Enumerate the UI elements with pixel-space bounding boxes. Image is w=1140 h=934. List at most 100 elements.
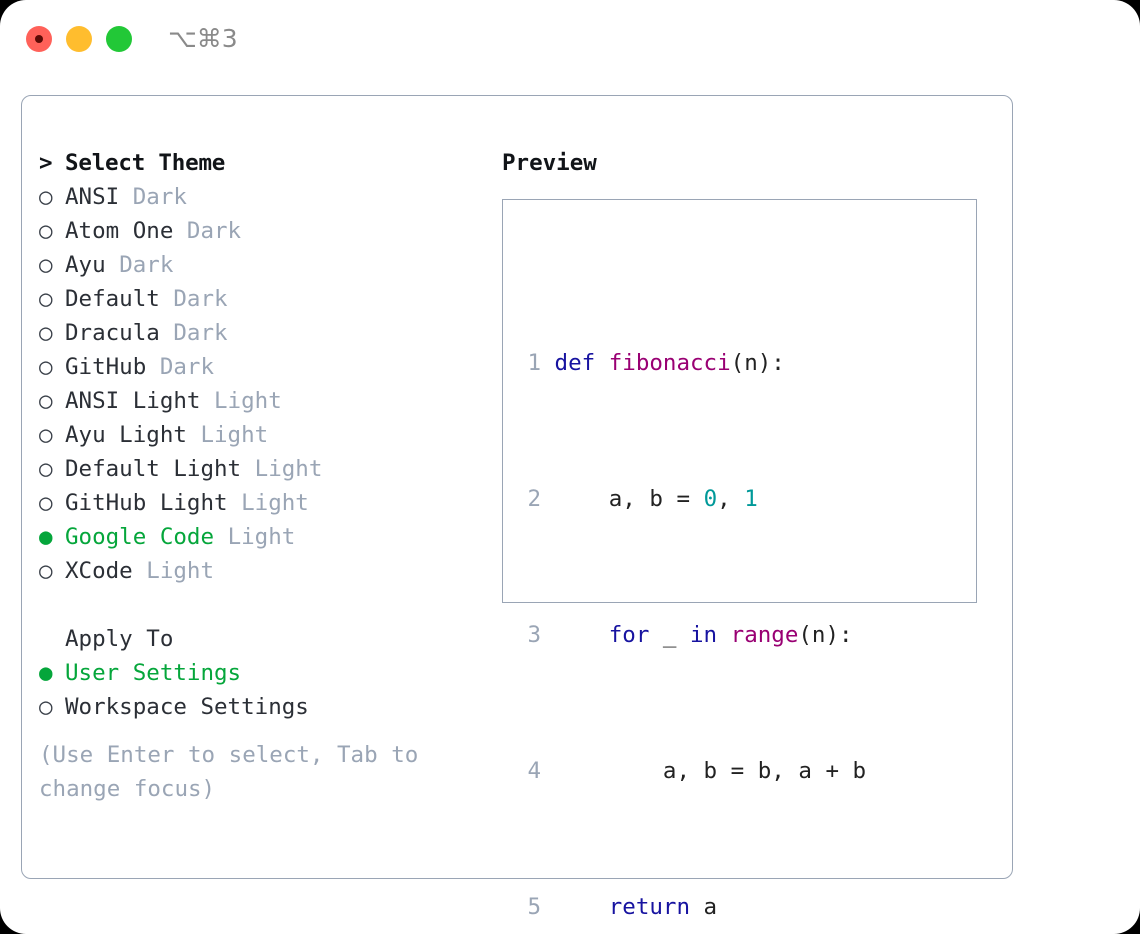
code-token: a [690,894,718,920]
radio-off-icon: ○ [39,422,53,448]
theme-name: GitHub Light [65,490,228,516]
code-token: 0 [703,486,718,512]
line-number: 5 [527,894,541,920]
theme-name: Atom One [65,218,174,244]
code-token: fibonacci [608,350,731,376]
theme-name: ANSI [65,184,120,210]
code-token: (n): [730,350,785,376]
code-token: return [608,894,691,920]
radio-off-icon: ○ [39,558,53,584]
theme-list-item-github[interactable]: ○ GitHub Dark [39,350,479,384]
radio-on-icon: ● [39,660,53,686]
theme-variant-label: Dark [186,218,242,244]
main-panel: >Select Theme ○ANSI Dark ○Atom One Dark … [21,95,1013,920]
code-token: for [608,622,650,648]
radio-off-icon: ○ [39,694,53,720]
theme-variant-label: Light [254,456,323,482]
theme-variant-label: Light [200,422,269,448]
theme-variant [119,184,133,210]
apply-to-indent [39,622,65,656]
theme-list-item-default[interactable]: ○ Default Dark [39,282,479,316]
theme-variant-label: Dark [132,184,187,210]
apply-to-option-user-settings[interactable]: ● User Settings [39,656,479,690]
theme-variant-label: Light [146,558,215,584]
radio-off-icon: ○ [39,286,53,312]
code-token: in [690,622,718,648]
preview-column: Preview 1 def fibonacci(n): 2 a, b = 0, … [502,146,992,920]
theme-variant-label: Dark [119,252,174,278]
title-bar: ⌥⌘3 [0,0,1140,80]
code-token [595,350,609,376]
code-line: 2 a, b = 0, 1 [519,482,893,516]
theme-name: ANSI Light [65,388,201,414]
theme-name: Ayu Light [65,422,187,448]
apply-to-option-label: User Settings [65,660,242,686]
code-token: a, b = [554,486,704,512]
theme-list-item-atom-one[interactable]: ○ Atom One Dark [39,214,479,248]
line-number: 4 [527,758,541,784]
theme-name: Dracula [65,320,160,346]
preview-box: 1 def fibonacci(n): 2 a, b = 0, 1 3 for … [502,199,977,920]
theme-name: Google Code [65,524,215,550]
apply-to-option-label: Workspace Settings [65,694,309,720]
theme-list-item-google-code[interactable]: ● Google Code Light [39,520,479,554]
theme-list-item-default-light[interactable]: ○Default Light Light [39,452,479,486]
radio-off-icon: ○ [39,218,53,244]
theme-list-item-ayu-light[interactable]: ○ Ayu Light Light [39,418,479,452]
code-token: , [717,486,745,512]
section-spacer [39,588,479,622]
keyboard-shortcut-label: ⌥⌘3 [168,24,238,53]
code-line: 3 for _ in range(n): [519,618,893,652]
theme-variant-label: Light [214,388,282,414]
select-theme-heading-label: Select Theme [65,150,226,176]
radio-off-icon: ○ [39,490,53,516]
apply-to-heading-label: Apply To [65,626,174,652]
theme-variant-label: Dark [159,354,215,380]
maximize-window-button[interactable] [106,26,132,52]
theme-name: Ayu [65,252,106,278]
code-token [717,622,731,648]
theme-name: Default [65,286,160,312]
theme-selector-column: >Select Theme ○ANSI Dark ○Atom One Dark … [39,146,479,806]
cursor-caret-icon: > [39,150,53,176]
keyboard-hint-text: (Use Enter to select, Tab to change focu… [39,742,432,802]
radio-on-icon: ● [39,524,53,550]
code-token [555,622,609,648]
radio-off-icon: ○ [39,320,53,346]
theme-list-item-xcode[interactable]: ○ XCode Light [39,554,479,588]
code-preview: 1 def fibonacci(n): 2 a, b = 0, 1 3 for … [519,244,893,934]
line-number: 2 [527,486,541,512]
apply-to-heading: Apply To [39,622,479,656]
code-token: def [554,350,596,376]
theme-list-item-ayu[interactable]: ○ Ayu Dark [39,248,479,282]
code-token: range [730,622,799,648]
code-token: 1 [744,486,758,512]
radio-off-icon: ○ [39,456,53,482]
theme-variant-label: Dark [173,286,228,312]
code-token: a, b = b, a + b [554,758,867,784]
code-line: 5 return a [519,890,893,924]
theme-list-item-ansi[interactable]: ○ ANSI Dark [39,180,479,214]
theme-list-item-github-light[interactable]: ○ GitHub Light Light [39,486,479,520]
code-line: 1 def fibonacci(n): [519,346,893,380]
theme-list-item-ansi-light[interactable]: ○ ANSI Light Light [39,384,479,418]
code-token: _ [649,622,691,648]
select-theme-heading: > Select Theme [39,146,479,180]
recording-indicator-icon [35,35,43,43]
radio-off-icon: ○ [39,252,53,278]
minimize-window-button[interactable] [66,26,92,52]
theme-list-item-dracula[interactable]: ○ Dracula Dark [39,316,479,350]
radio-off-icon: ○ [39,184,53,210]
theme-variant-label: Dark [173,320,228,346]
apply-to-option-workspace-settings[interactable]: ○ Workspace Settings [39,690,479,724]
line-number: 3 [527,622,541,648]
preview-heading: Preview [502,150,597,176]
theme-variant-label: Light [241,490,309,516]
radio-off-icon: ○ [39,354,53,380]
code-line: 4 a, b = b, a + b [519,754,893,788]
radio-off-icon: ○ [39,388,53,414]
theme-name: GitHub [65,354,147,380]
theme-name: XCode [65,558,133,584]
theme-variant-label: Light [227,524,296,550]
